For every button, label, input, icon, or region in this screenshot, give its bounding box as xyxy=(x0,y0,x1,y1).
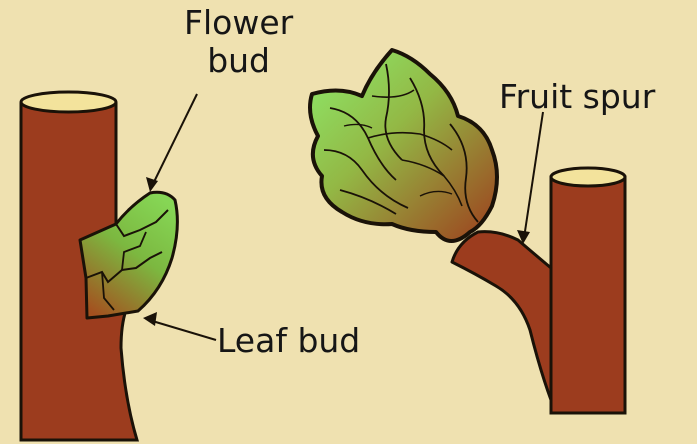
fruit-spur-stem xyxy=(452,232,551,400)
leaf-bud-arrow xyxy=(143,312,216,340)
right-branch xyxy=(551,168,625,413)
flower-bud-label-line1: Flower xyxy=(184,4,293,42)
leaf-bud-label: Leaf bud xyxy=(217,322,360,360)
flower-bud-label-line2: bud xyxy=(184,42,293,80)
flower-bud-label: Flower bud xyxy=(184,4,293,80)
fruit-spur-arrow xyxy=(517,112,543,244)
fruit-spur-label: Fruit spur xyxy=(499,78,655,116)
fruit-spur-leaf-cluster xyxy=(310,50,497,241)
flower-bud-arrow xyxy=(146,94,197,192)
